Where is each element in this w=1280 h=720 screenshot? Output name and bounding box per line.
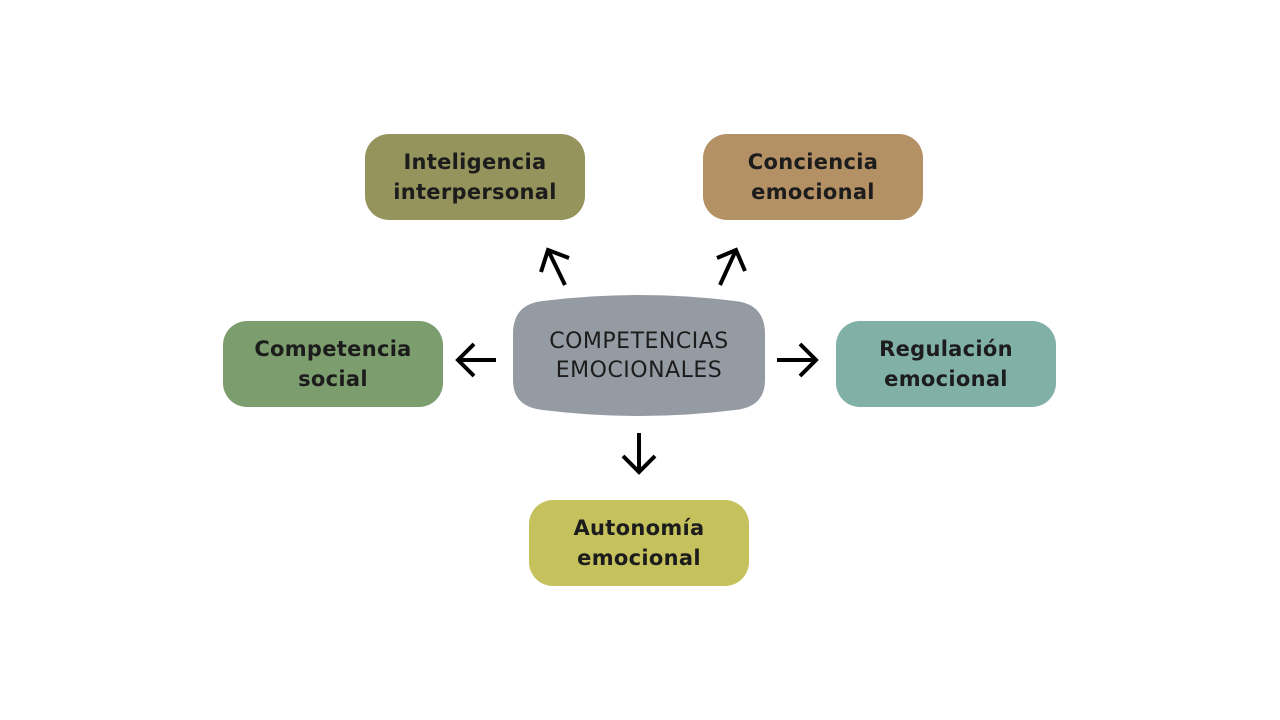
node-label-line2: social bbox=[298, 367, 368, 391]
node-label-line2: emocional bbox=[751, 180, 875, 204]
arrow-to-autonomia-emocional bbox=[621, 433, 657, 475]
center-label-line2: EMOCIONALES bbox=[555, 357, 723, 383]
center-label-line1: COMPETENCIAS bbox=[549, 328, 729, 354]
arrow-to-competencia-social bbox=[455, 342, 496, 378]
node-label-line2: interpersonal bbox=[393, 180, 557, 204]
node-label-line1: Competencia bbox=[254, 337, 412, 361]
node-label-line1: Regulación bbox=[879, 337, 1013, 361]
node-inteligencia-interpersonal[interactable]: Inteligencia interpersonal bbox=[365, 134, 585, 220]
center-shape-fill bbox=[513, 295, 765, 416]
node-label-line2: emocional bbox=[884, 367, 1008, 391]
node-competencia-social[interactable]: Competencia social bbox=[223, 321, 443, 407]
arrow-to-regulacion-emocional bbox=[777, 342, 819, 378]
node-conciencia-emocional[interactable]: Conciencia emocional bbox=[703, 134, 923, 220]
node-autonomia-emocional[interactable]: Autonomía emocional bbox=[529, 500, 749, 586]
node-regulacion-emocional[interactable]: Regulación emocional bbox=[836, 321, 1056, 407]
node-label-line1: Autonomía bbox=[573, 516, 705, 540]
node-label-line1: Inteligencia bbox=[403, 150, 547, 174]
arrow-to-conciencia-emocional bbox=[716, 247, 747, 286]
arrow-to-inteligencia-interpersonal bbox=[539, 247, 570, 286]
node-label-line1: Conciencia bbox=[747, 150, 879, 174]
center-node[interactable]: COMPETENCIAS EMOCIONALES bbox=[513, 292, 765, 419]
node-label-line2: emocional bbox=[577, 546, 701, 570]
center-shape bbox=[513, 295, 765, 416]
